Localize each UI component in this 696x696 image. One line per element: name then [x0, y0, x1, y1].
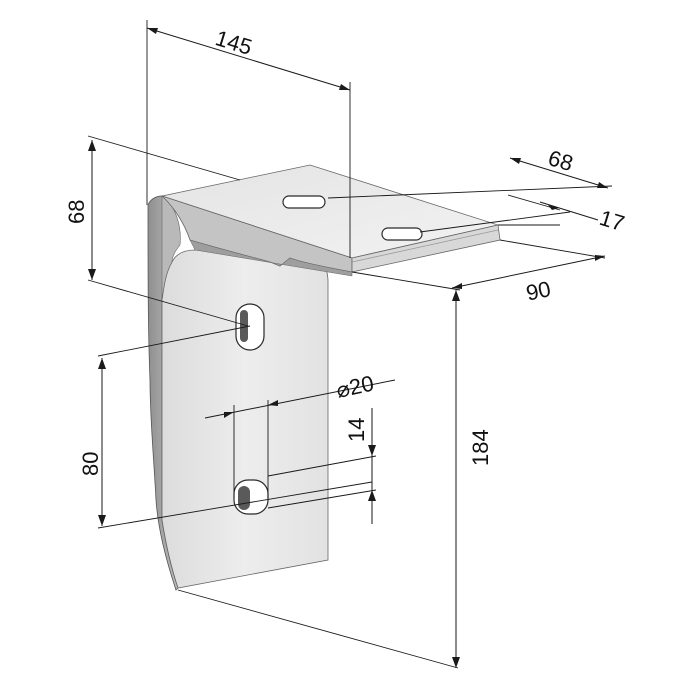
dim-label-17: 17	[597, 205, 628, 236]
dimension-90: 90	[351, 239, 606, 306]
dim-label-145: 145	[213, 25, 255, 60]
dim-label-68-top: 68	[545, 145, 576, 176]
top-slot-front	[282, 195, 326, 209]
dimension-68-left: 68	[64, 135, 249, 327]
dimension-14: 14	[267, 408, 377, 524]
dim-label-68-left: 68	[64, 200, 89, 224]
dim-label-14: 14	[344, 418, 369, 442]
lower-hole-depth	[238, 486, 250, 510]
dim-label-80: 80	[78, 452, 103, 476]
vertical-leg-face	[161, 249, 329, 589]
inner-bend	[161, 195, 181, 301]
dim-label-184: 184	[468, 429, 493, 466]
upper-slot-depth	[240, 310, 248, 342]
dimension-184: 184	[177, 290, 493, 669]
dimension-80: 80	[78, 325, 373, 529]
dim-label-90: 90	[524, 276, 553, 306]
bracket-body	[147, 164, 501, 591]
flange-underside	[189, 239, 353, 277]
top-flange-rail-lip	[351, 229, 499, 263]
dim-label-diameter-20: ⌀20	[334, 371, 376, 403]
top-slot-back	[381, 227, 423, 241]
